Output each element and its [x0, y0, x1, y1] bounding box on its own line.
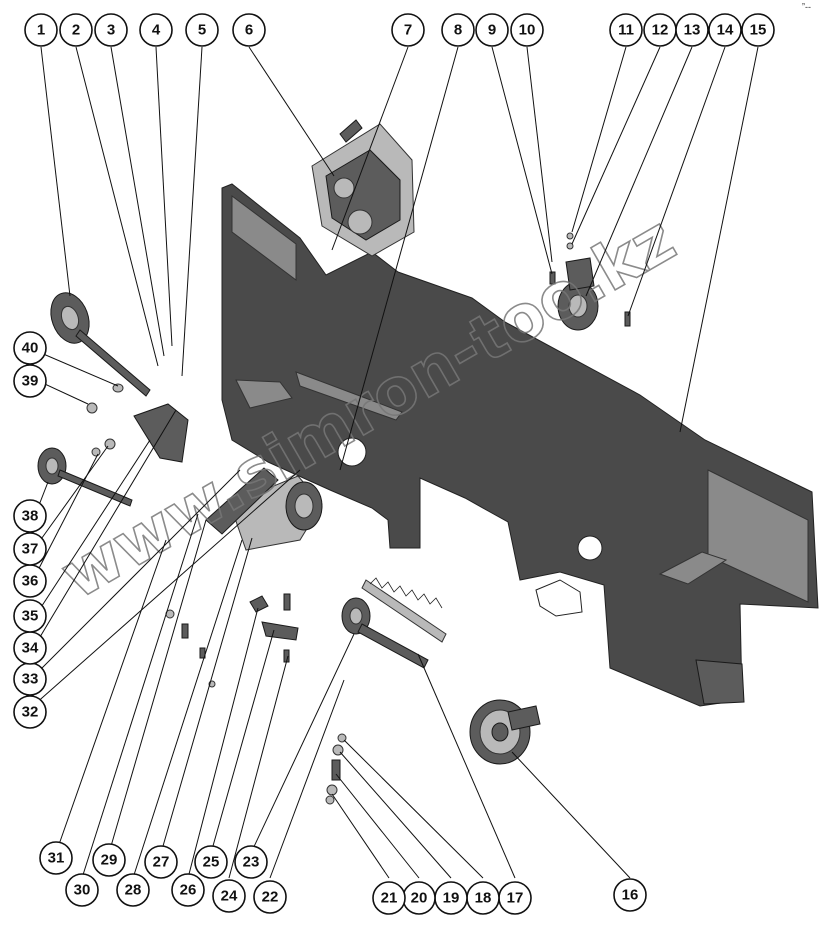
- svg-text:14: 14: [717, 22, 734, 39]
- callout-1: 1: [24, 13, 58, 47]
- callout-24: 24: [212, 879, 246, 913]
- svg-text:5: 5: [198, 22, 206, 39]
- callout-18: 18: [466, 881, 500, 915]
- svg-text:36: 36: [22, 573, 39, 590]
- callout-16: 16: [613, 878, 647, 912]
- callout-19: 19: [434, 881, 468, 915]
- callout-5: 5: [185, 13, 219, 47]
- svg-text:30: 30: [74, 882, 91, 899]
- callout-21: 21: [372, 881, 406, 915]
- callout-3: 3: [94, 13, 128, 47]
- pulley-13: [549, 232, 631, 331]
- svg-text:26: 26: [180, 882, 197, 899]
- svg-text:17: 17: [507, 890, 524, 907]
- svg-text:6: 6: [245, 22, 253, 39]
- svg-text:28: 28: [125, 882, 142, 899]
- leader-lines: [33, 46, 759, 879]
- svg-text:23: 23: [243, 854, 260, 871]
- auger-tube: [205, 467, 323, 551]
- pulley-1: [50, 292, 151, 397]
- cover-plate: [133, 403, 189, 463]
- callout-25: 25: [194, 845, 228, 879]
- svg-text:11: 11: [618, 22, 634, 39]
- svg-text:38: 38: [22, 508, 39, 525]
- callout-40: 40: [13, 331, 47, 365]
- callout-14: 14: [708, 13, 742, 47]
- svg-text:15: 15: [750, 22, 767, 39]
- svg-text:40: 40: [22, 340, 39, 357]
- svg-text:12: 12: [652, 22, 669, 39]
- svg-text:9: 9: [488, 22, 496, 39]
- callout-29: 29: [92, 843, 126, 877]
- callout-8: 8: [441, 13, 475, 47]
- callout-7: 7: [391, 13, 425, 47]
- callout-26: 26: [171, 873, 205, 907]
- callout-32: 32: [13, 695, 47, 729]
- svg-text:39: 39: [22, 373, 39, 390]
- svg-text:27: 27: [153, 854, 170, 871]
- svg-text:19: 19: [443, 890, 460, 907]
- callout-12: 12: [643, 13, 677, 47]
- pulley-38: [37, 447, 133, 507]
- svg-text:10: 10: [519, 22, 536, 39]
- callout-36: 36: [13, 564, 47, 598]
- svg-text:7: 7: [404, 22, 412, 39]
- svg-text:37: 37: [22, 541, 39, 558]
- callout-39: 39: [13, 364, 47, 398]
- callout-22: 22: [253, 880, 287, 914]
- nut-39: [86, 402, 98, 414]
- svg-text:20: 20: [411, 890, 428, 907]
- callout-2: 2: [59, 13, 93, 47]
- callout-33: 33: [13, 662, 47, 696]
- callout-11: 11: [609, 13, 643, 47]
- svg-text:21: 21: [381, 890, 398, 907]
- callout-13: 13: [675, 13, 709, 47]
- callout-28: 28: [116, 873, 150, 907]
- small-hardware: [165, 593, 299, 688]
- callout-20: 20: [402, 881, 436, 915]
- svg-text:2: 2: [72, 22, 80, 39]
- fastener-stack: [325, 733, 347, 805]
- svg-text:24: 24: [221, 888, 238, 905]
- callout-15: 15: [741, 13, 775, 47]
- bolt-36: [91, 447, 101, 457]
- svg-text:32: 32: [22, 704, 39, 721]
- tensioner-assembly: [341, 577, 447, 669]
- corner-mark: ˮ--: [802, 2, 811, 12]
- svg-text:4: 4: [152, 22, 161, 39]
- callout-23: 23: [234, 845, 268, 879]
- gearbox-assembly: [311, 119, 415, 257]
- svg-text:31: 31: [48, 850, 65, 867]
- main-side-panel: [221, 183, 819, 707]
- callout-6: 6: [232, 13, 266, 47]
- callout-37: 37: [13, 532, 47, 566]
- svg-text:25: 25: [203, 854, 220, 871]
- callout-38: 38: [13, 499, 47, 533]
- svg-text:34: 34: [22, 640, 39, 657]
- callout-35: 35: [13, 599, 47, 633]
- svg-text:33: 33: [22, 671, 39, 688]
- callout-30: 30: [65, 873, 99, 907]
- washer-40: [112, 383, 124, 393]
- svg-text:22: 22: [262, 889, 279, 906]
- svg-text:3: 3: [107, 22, 115, 39]
- callout-31: 31: [39, 841, 73, 875]
- callout-10: 10: [510, 13, 544, 47]
- callout-27: 27: [144, 845, 178, 879]
- callout-17: 17: [498, 881, 532, 915]
- callout-4: 4: [139, 13, 173, 47]
- svg-text:16: 16: [622, 887, 639, 904]
- drive-wheel-16: [469, 699, 541, 765]
- callout-9: 9: [475, 13, 509, 47]
- svg-text:8: 8: [454, 22, 462, 39]
- svg-text:29: 29: [101, 852, 118, 869]
- svg-text:18: 18: [475, 890, 492, 907]
- svg-text:1: 1: [37, 22, 45, 39]
- svg-text:13: 13: [684, 22, 701, 39]
- callout-34: 34: [13, 631, 47, 665]
- svg-text:35: 35: [22, 608, 39, 625]
